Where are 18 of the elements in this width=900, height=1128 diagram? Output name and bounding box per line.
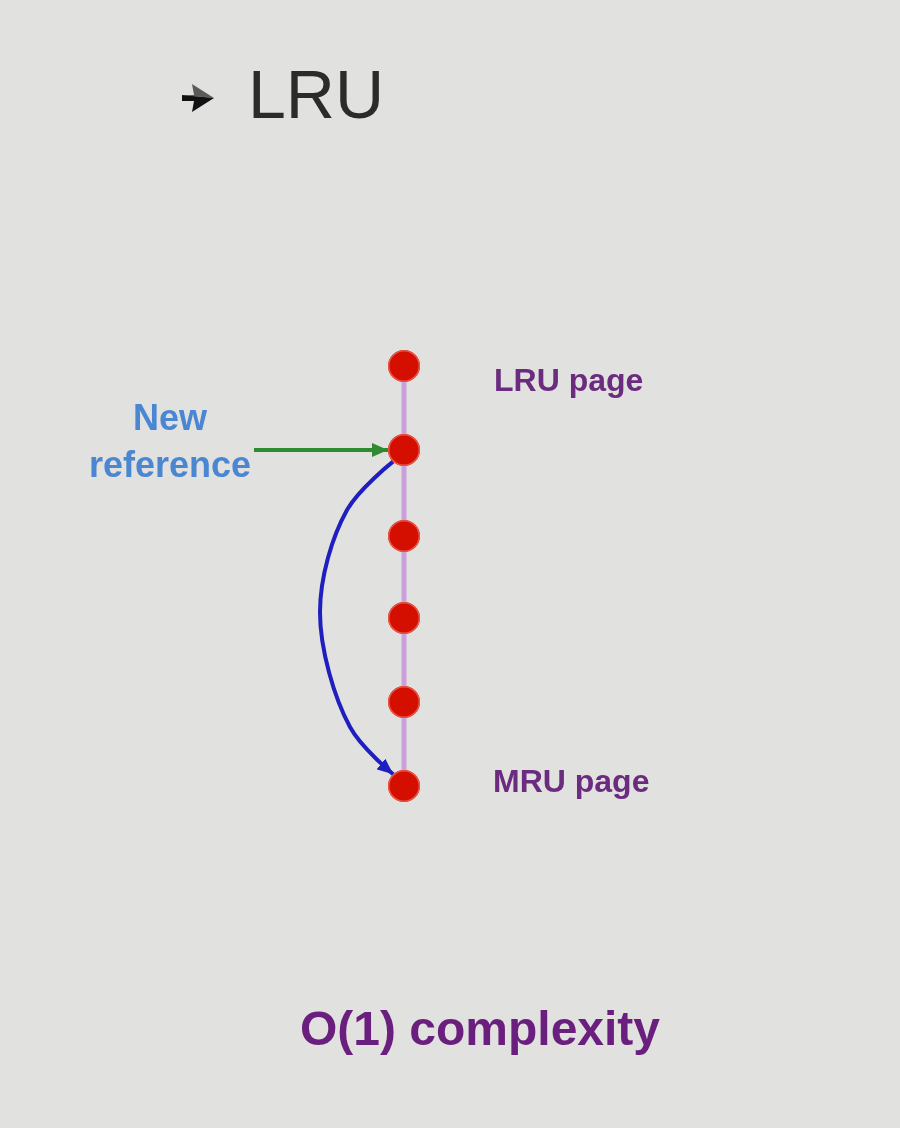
connector-line [401,466,407,520]
node-label: New reference [86,394,254,488]
connector-line [401,382,407,434]
list-node-dot [388,434,420,466]
caption-text: O(1) complexity [299,1001,661,1057]
connector-line [401,552,407,602]
end-label: MRU page [493,763,650,800]
arrow [254,443,388,457]
list-node-dot [388,350,420,382]
list-node-dot [388,602,420,634]
list-node-dot [388,686,420,718]
arrow [318,460,395,776]
connector-line [401,718,407,770]
slide-title: LRU [248,60,385,128]
end-label: LRU page [494,362,644,399]
connector-line [401,634,407,686]
list-node-dot [388,520,420,552]
list-node-dot [388,770,420,802]
